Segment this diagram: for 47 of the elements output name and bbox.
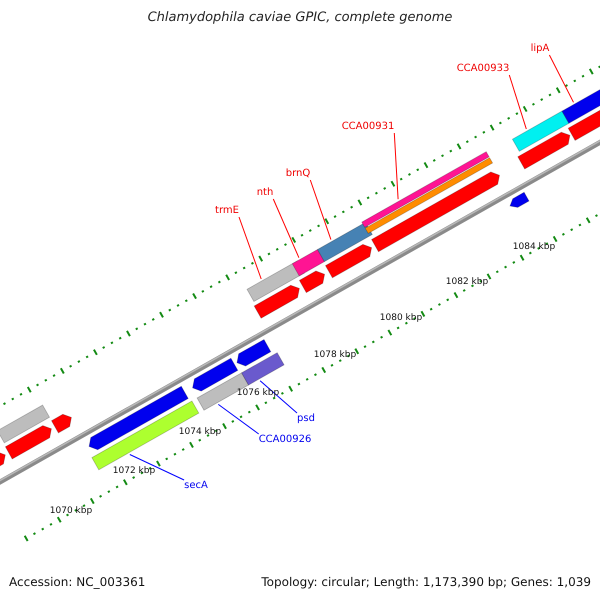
gene-label: psd <box>297 414 315 424</box>
gene-block <box>298 270 326 294</box>
leader-line <box>508 74 527 130</box>
leader-line <box>394 132 399 200</box>
tick-label: 1084 kbp <box>512 242 556 252</box>
gene-block <box>50 414 72 434</box>
gene-block <box>254 284 300 319</box>
gene-block <box>512 110 570 152</box>
gene-block <box>509 192 530 208</box>
gene-label: CCA00926 <box>258 435 312 445</box>
gene-block <box>361 151 490 228</box>
tick-label: 1070 kbp <box>50 506 92 516</box>
tick-label: 1072 kbp <box>112 466 156 476</box>
gene-label: secA <box>184 481 208 491</box>
accession-text: Accession: NC_003361 <box>9 576 146 588</box>
gene-block <box>240 352 285 386</box>
gene-label: CCA00931 <box>342 122 394 132</box>
gene-block <box>517 132 570 170</box>
genome-summary-text: Topology: circular; Length: 1,173,390 bp; Genes: 1,039 <box>261 576 591 588</box>
leader-line <box>260 380 298 414</box>
tick-label: 1080 kbp <box>380 314 422 322</box>
gene-label: brnQ <box>286 169 310 179</box>
gene-block <box>324 244 372 278</box>
leader-line <box>310 180 332 240</box>
gene-block <box>292 248 325 276</box>
gene-block <box>316 222 373 262</box>
tick-label: 1078 kbp <box>314 350 356 360</box>
leader-line <box>129 454 185 480</box>
leader-line <box>238 216 262 280</box>
leader-line <box>272 198 300 258</box>
tick-label: 1082 kbp <box>446 278 488 286</box>
leader-line <box>218 404 260 434</box>
gene-label: CCA00933 <box>456 64 510 74</box>
gene-block <box>4 425 52 460</box>
gene-label: trmE <box>215 206 239 216</box>
gene-block <box>0 451 6 468</box>
gene-block <box>236 338 272 366</box>
gene-block <box>364 157 494 234</box>
gene-block <box>561 86 600 124</box>
gene-label: lipA <box>530 44 550 54</box>
gene-block <box>0 404 50 444</box>
map-title: Chlamydophila caviae GPIC, complete genome <box>148 11 452 24</box>
gene-label: nth <box>256 188 274 198</box>
tick-label: 1074 kbp <box>178 428 222 436</box>
leader-line <box>548 54 574 103</box>
gene-block <box>192 358 238 392</box>
gene-block <box>371 172 500 252</box>
